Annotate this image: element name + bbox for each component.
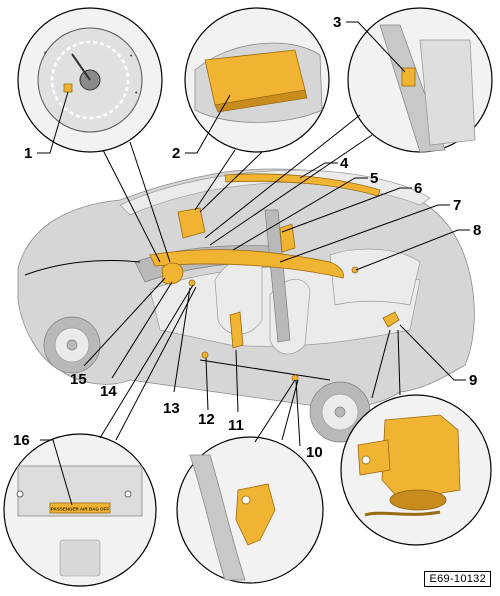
callout-12: 12 (198, 411, 215, 428)
airbag-off-lamp (49, 502, 111, 514)
knee-airbag-unit (229, 311, 244, 349)
callout-14: 14 (100, 383, 117, 400)
callout-4: 4 (340, 155, 349, 172)
belt-tensioner-rear (382, 311, 400, 328)
callout-13: 13 (163, 400, 180, 417)
svg-text:•: • (135, 90, 138, 97)
crash-sensor-rear (351, 266, 359, 274)
detail-instrument-cluster: • • • (17, 7, 163, 153)
callout-labels: 1 2 3 4 5 6 7 8 9 10 11 12 13 14 15 16 (13, 14, 481, 461)
callout-15: 15 (70, 371, 87, 388)
figure-reference-code: E69-10132 (424, 571, 491, 587)
detail-b-pillar-sensor (347, 7, 493, 153)
svg-text:•: • (130, 53, 133, 60)
passenger-airbag-unit (177, 207, 206, 239)
leader-lines (37, 21, 470, 506)
svg-text:•: • (44, 50, 47, 57)
callout-7: 7 (453, 197, 461, 214)
callout-2: 2 (172, 145, 180, 162)
callout-16: 16 (13, 432, 30, 449)
detail-airbag-off-indicator: PASSENGER AIR BAG OFF (3, 433, 157, 587)
crash-sensor-front (188, 279, 196, 287)
callout-9: 9 (469, 372, 477, 389)
belt-tensioner-unit (381, 414, 461, 501)
callout-10: 10 (306, 444, 323, 461)
callout-8: 8 (473, 222, 481, 239)
airbag-warning-lamp (63, 83, 73, 93)
callout-11: 11 (228, 417, 244, 434)
detail-belt-tensioner (340, 394, 492, 546)
callout-5: 5 (370, 170, 378, 187)
detail-side-sensor (176, 436, 324, 584)
airbag-off-lamp-label: PASSENGER AIR BAG OFF (51, 507, 110, 512)
crash-sensor-b-pillar (291, 374, 299, 382)
vehicle-cutaway (17, 168, 475, 443)
callout-6: 6 (414, 180, 422, 197)
callout-1: 1 (24, 145, 32, 162)
driver-airbag-unit (161, 262, 184, 285)
crash-sensor-center (201, 351, 209, 359)
callout-3: 3 (333, 14, 341, 31)
detail-passenger-airbag (184, 7, 330, 153)
crash-sensor-module (401, 67, 416, 87)
